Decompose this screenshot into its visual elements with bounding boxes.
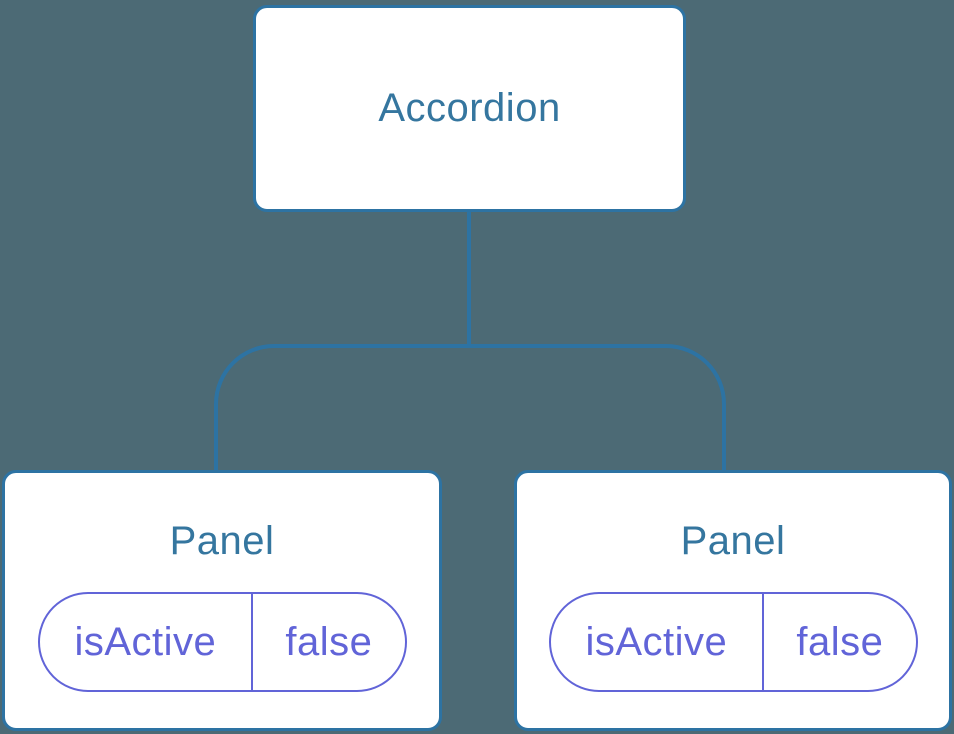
panel-2-state-value: false	[796, 619, 884, 664]
panel-1-label: Panel	[169, 519, 275, 563]
connector-stem	[467, 212, 471, 346]
panel-2-label: Panel	[680, 519, 786, 563]
panel-1-state-pill: isActive false	[37, 592, 407, 692]
panel-2-state-key: isActive	[551, 594, 765, 690]
tree-node-panel-1: Panel isActive false	[2, 470, 442, 731]
connector-branch	[214, 344, 726, 472]
tree-node-panel-2: Panel isActive false	[514, 470, 952, 731]
panel-2-state-pill: isActive false	[548, 592, 918, 692]
tree-node-accordion: Accordion	[253, 5, 686, 212]
panel-1-state-value: false	[285, 619, 373, 664]
accordion-node-label: Accordion	[378, 86, 561, 130]
panel-1-state-key: isActive	[40, 594, 254, 690]
